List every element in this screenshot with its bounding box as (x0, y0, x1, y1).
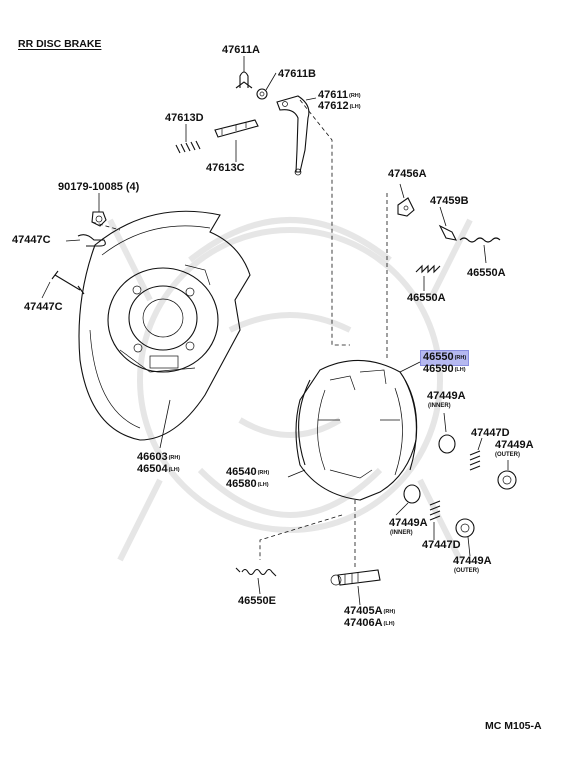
pin-47459b (438, 224, 457, 241)
spring-46550e (235, 567, 277, 577)
side-suffix: (LH) (454, 367, 466, 373)
spring-47447d-lower (429, 500, 441, 521)
bolt-90179 (91, 211, 107, 227)
part-label-47447c-lower[interactable]: 47447C (24, 302, 63, 313)
adjuster-47405a (330, 569, 381, 586)
leader-lines (41, 56, 509, 606)
part-number: 47456A (388, 168, 427, 180)
part-number: 47449A (495, 439, 534, 451)
part-number: 47613C (206, 162, 245, 174)
part-number: 47449A (389, 517, 428, 529)
part-number: 46603 (137, 451, 168, 463)
part-number: 47611A (222, 44, 260, 56)
part-label-47447c-upper[interactable]: 47447C (12, 235, 51, 246)
part-number: 90179-10085 (4) (58, 181, 140, 193)
part-label-46550a-left[interactable]: 46550A (407, 293, 446, 304)
brake-shoe-assembly (295, 359, 418, 501)
spring-46550a-left (415, 264, 441, 274)
side-suffix: (RH) (168, 455, 181, 461)
part-label-47449a-outer-upper[interactable]: 47449A (495, 440, 534, 451)
part-number: 47449A (453, 555, 492, 567)
part-label-46580[interactable]: 46580(LH) (226, 479, 269, 491)
part-label-47613d[interactable]: 47613D (165, 113, 204, 124)
lever-47611 (276, 95, 310, 176)
part-number: 46550A (407, 292, 446, 304)
cup-47449a-inner-lower (403, 484, 421, 504)
part-label-47447d-upper[interactable]: 47447D (471, 428, 510, 439)
diagram-code: MC M105-A (485, 720, 542, 732)
part-label-47449a-inner-upper[interactable]: 47449A (427, 391, 466, 402)
part-number: 47447C (24, 301, 63, 313)
part-note-outer-lower: (OUTER) (454, 568, 479, 574)
part-number: 46580 (226, 478, 257, 490)
side-suffix: (LH) (349, 104, 361, 110)
backing-plate (78, 210, 251, 441)
part-number: 47447D (471, 427, 510, 439)
strut-47613c (214, 119, 259, 138)
part-number: 47612 (318, 100, 349, 112)
part-label-47456a[interactable]: 47456A (388, 169, 427, 180)
part-number: 46590 (423, 363, 454, 375)
side-suffix: (RH) (257, 470, 270, 476)
part-label-47449a-inner-lower[interactable]: 47449A (389, 518, 428, 529)
part-label-47611a[interactable]: 47611A (222, 45, 260, 56)
diagram-title: RR DISC BRAKE (18, 38, 102, 50)
part-label-46603[interactable]: 46603(RH) (137, 452, 180, 464)
spring-47613d (175, 140, 201, 154)
part-number: 47611 (318, 89, 348, 101)
part-number: 46550 (423, 351, 454, 363)
part-label-46550e[interactable]: 46550E (238, 596, 276, 607)
watermark-emblem (107, 217, 473, 562)
part-label-46504[interactable]: 46504(LH) (137, 464, 180, 476)
part-label-47447d-lower[interactable]: 47447D (422, 540, 461, 551)
part-note-outer-upper: (OUTER) (495, 452, 520, 458)
part-number: 46550A (467, 267, 506, 279)
part-number: 47405A (344, 605, 383, 617)
part-number: 46550E (238, 595, 276, 607)
plate-47456a (397, 197, 415, 217)
spring-47447d-upper (469, 450, 481, 471)
part-note-inner-lower: (INNER) (390, 530, 413, 536)
cup-47449a-inner-upper (438, 434, 456, 454)
part-label-47613c[interactable]: 47613C (206, 163, 245, 174)
assembly-guide-lines (91, 99, 388, 570)
side-suffix: (RH) (383, 609, 396, 615)
part-number: 47449A (427, 390, 466, 402)
part-label-47611b[interactable]: 47611B (278, 69, 316, 80)
part-label-46590[interactable]: 46590(LH) (423, 364, 466, 376)
part-label-47406a[interactable]: 47406A(LH) (344, 618, 395, 630)
washer-47611b (256, 88, 268, 100)
cup-47449a-outer-lower (455, 518, 475, 538)
side-suffix: (RH) (348, 93, 361, 99)
clip-47611a (235, 71, 253, 89)
part-label-46550-highlighted[interactable]: 46550(RH) (419, 350, 470, 366)
part-label-46540[interactable]: 46540(RH) (226, 467, 269, 479)
part-label-90179-10085[interactable]: 90179-10085 (4) (58, 182, 139, 193)
spring-46550a-right (459, 237, 501, 243)
part-number: 46540 (226, 466, 257, 478)
side-suffix: (LH) (168, 467, 180, 473)
part-label-47611[interactable]: 47611(RH) (318, 90, 361, 102)
part-note-inner-upper: (INNER) (428, 403, 451, 409)
part-number: 47447D (422, 539, 461, 551)
part-label-47449a-outer-lower[interactable]: 47449A (453, 556, 492, 567)
part-label-46550a-right[interactable]: 46550A (467, 268, 506, 279)
clip-47447c (51, 234, 106, 295)
part-number: 47613D (165, 112, 204, 124)
part-label-47405a[interactable]: 47405A(RH) (344, 606, 395, 618)
part-number: 46504 (137, 463, 168, 475)
cup-47449a-outer-upper (497, 470, 517, 490)
part-label-47612[interactable]: 47612(LH) (318, 101, 361, 113)
part-number: 47611B (278, 68, 316, 80)
side-suffix: (RH) (454, 355, 467, 361)
part-number: 47459B (430, 195, 469, 207)
part-number: 47447C (12, 234, 51, 246)
side-suffix: (LH) (383, 621, 395, 627)
part-label-47459b[interactable]: 47459B (430, 196, 469, 207)
side-suffix: (LH) (257, 482, 269, 488)
part-number: 47406A (344, 617, 383, 629)
